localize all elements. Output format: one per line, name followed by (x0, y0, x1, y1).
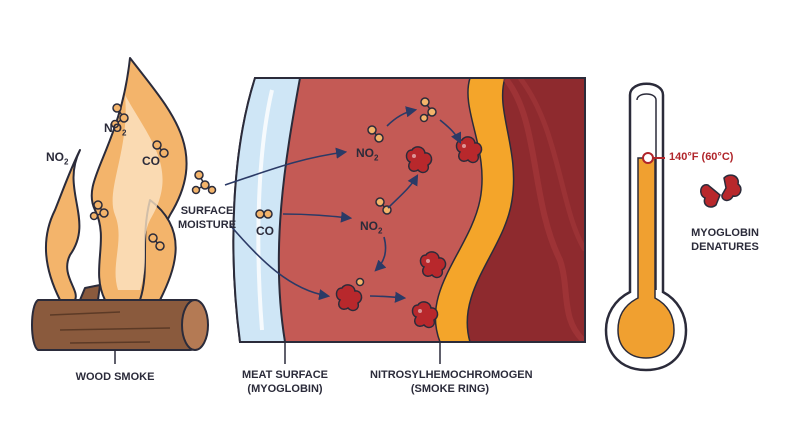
log-icon (31, 284, 209, 351)
smoke-ring-label: NITROSYLHEMOCHROMOGEN (SMOKE RING) (370, 369, 533, 395)
temperature-label: 140°F (60°C) (669, 151, 734, 163)
meat-cross-section (232, 77, 586, 343)
molecule-icon (89, 103, 169, 251)
myoglobin-icon (335, 136, 483, 329)
co-label: CO (256, 224, 274, 238)
no2-label: NO2 (46, 150, 69, 167)
thermometer-icon (604, 82, 688, 372)
surface-moisture-label: SURFACE MOISTURE (177, 205, 237, 231)
reaction-arrows (224, 106, 462, 303)
wood-smoke-label: WOOD SMOKE (75, 371, 155, 383)
no2-label: NO2 (104, 121, 127, 138)
meat-surface-label: MEAT SURFACE (MYOGLOBIN) (242, 369, 328, 395)
molecule-icon (191, 97, 437, 287)
no2-label: NO2 (356, 146, 379, 163)
myoglobin-denatures-label: MYOGLOBIN DENATURES (691, 227, 759, 253)
co-label: CO (142, 154, 160, 168)
broken-myoglobin-icon (700, 174, 742, 208)
temperature-marker (642, 152, 654, 164)
no2-label: NO2 (360, 219, 383, 236)
